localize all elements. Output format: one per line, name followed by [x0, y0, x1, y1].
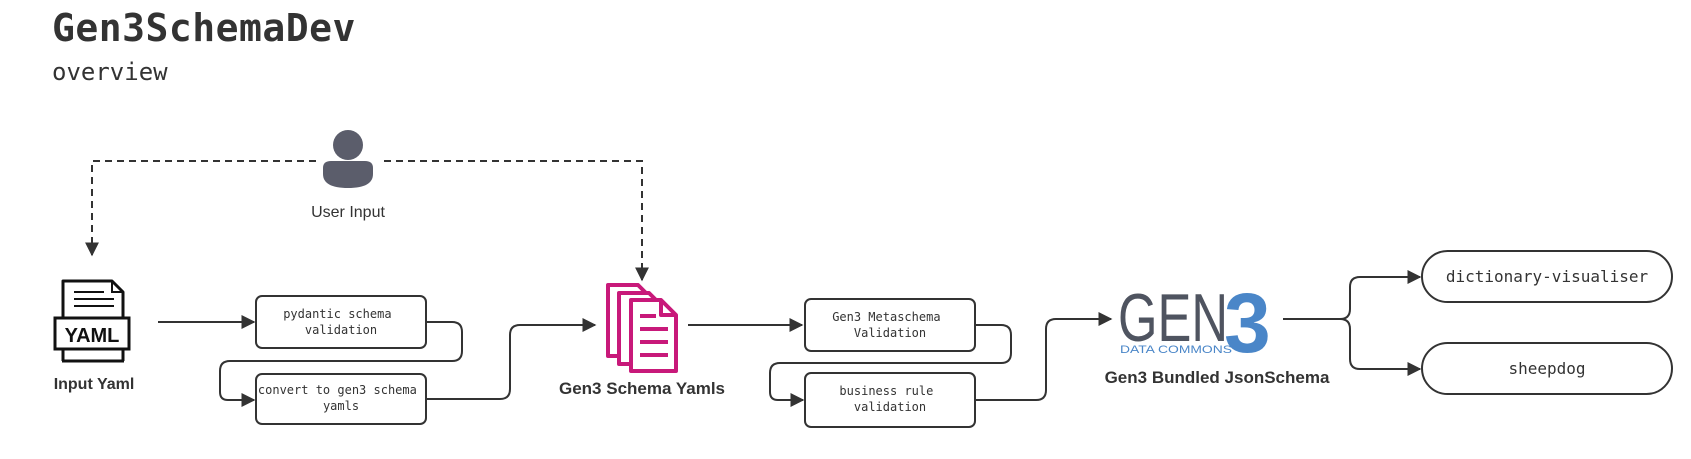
sheepdog-label: sheepdog [1508, 359, 1585, 378]
page-subtitle: overview [52, 58, 168, 86]
yaml-file-icon [53, 279, 131, 363]
yaml-file-icon-text: YAML [65, 325, 120, 347]
business-rule-label: business rule validation [839, 384, 940, 414]
arrow-business-to-gen3 [975, 312, 1113, 401]
user-input-label: User Input [311, 204, 385, 221]
arrow-convert-to-schema-yamls [426, 318, 597, 400]
schema-documents-icon [606, 283, 678, 373]
page-title: Gen3SchemaDev [52, 6, 356, 50]
dictionary-visualiser-label: dictionary-visualiser [1446, 267, 1649, 286]
gen3-logo-tagline: DATA COMMONS [1120, 344, 1232, 356]
pydantic-validation-box [255, 295, 427, 349]
user-input-connectors [85, 160, 649, 282]
schema-yamls-label: Gen3 Schema Yamls [559, 379, 725, 398]
gen3-logo-word: GEN [1118, 280, 1228, 356]
gen3-data-commons-logo: GEN 3 DATA COMMONS [1118, 276, 1271, 370]
pydantic-validation-label: pydantic schema validation [283, 307, 399, 337]
arrow-metaschema-to-business [769, 324, 1012, 407]
arrow-gen3-to-outputs [1283, 270, 1422, 376]
metaschema-validation-box [804, 298, 976, 352]
metaschema-validation-label: Gen3 Metaschema Validation [832, 310, 948, 340]
convert-schema-label: convert to gen3 schema yamls [258, 383, 424, 413]
input-yaml-label: Input Yaml [54, 376, 135, 393]
dictionary-visualiser-node [1421, 250, 1673, 303]
arrow-pydantic-to-convert [219, 321, 463, 407]
sheepdog-node [1421, 342, 1673, 395]
gen3-logo-digit: 3 [1224, 276, 1271, 370]
bundled-jsonschema-label: Gen3 Bundled JsonSchema [1105, 368, 1330, 387]
user-icon [323, 130, 373, 188]
